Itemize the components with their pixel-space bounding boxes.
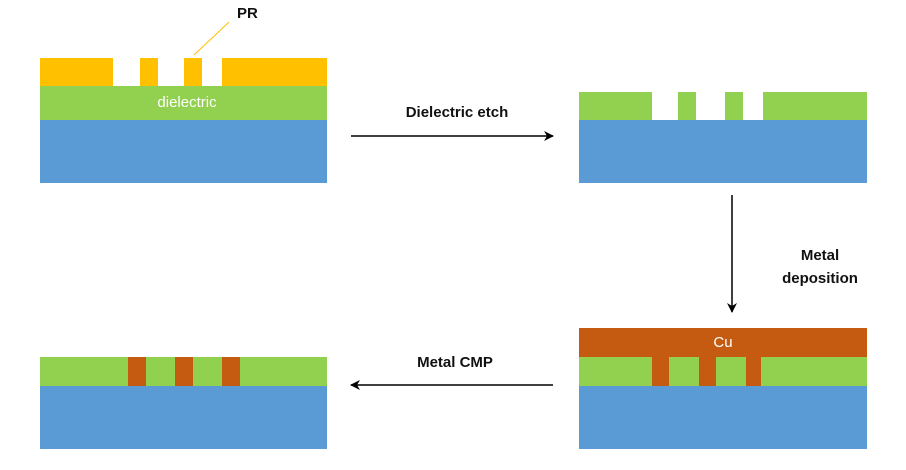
copper-trench-fill [699,357,716,386]
copper-trench-fill [746,357,761,386]
copper-line [175,357,193,386]
copper-trench-fill [652,357,669,386]
dielectric-layer [579,357,867,386]
dielectric-etch-label: Dielectric etch [405,104,509,121]
step-4-cmp-stack [40,357,327,449]
photoresist-block [40,58,113,86]
substrate-layer [579,386,867,449]
photoresist-block [140,58,158,86]
copper-overburden [579,328,867,357]
substrate-layer [40,120,327,183]
dielectric-segment [763,92,867,120]
photoresist-block [222,58,327,86]
step-2-etched-stack [579,92,867,183]
pr-label: PR [237,5,258,22]
pr-leader-line [193,21,230,56]
cu-layer-label: Cu [713,334,733,351]
metal-deposition-label-line2: deposition [782,270,858,287]
metal-deposition-label-line1: Metal [800,247,840,264]
dielectric-segment [678,92,696,120]
photoresist-block [184,58,202,86]
step-3-metal-deposited-stack [579,328,867,449]
dielectric-segment [725,92,743,120]
copper-line [128,357,146,386]
metal-cmp-label: Metal CMP [417,354,493,371]
substrate-layer [40,386,327,449]
step-1-photoresist-stack [40,21,327,183]
dielectric-segment [579,92,652,120]
substrate-layer [579,120,867,183]
dielectric-layer-label: dielectric [157,94,217,111]
copper-line [222,357,240,386]
dielectric-layer [40,86,327,120]
